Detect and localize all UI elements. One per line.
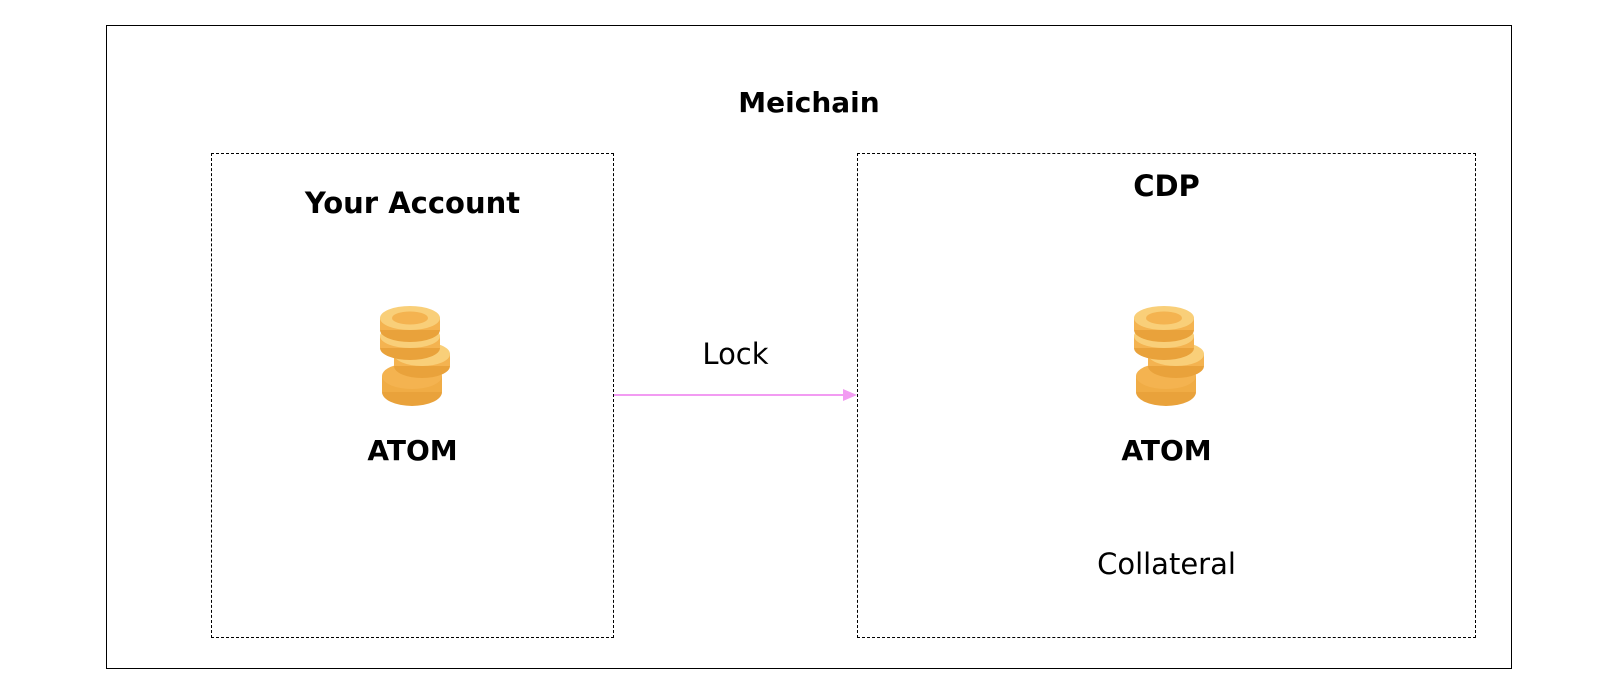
your-account-box: Your Account ATOM bbox=[211, 153, 614, 638]
coin-stack-icon bbox=[380, 306, 450, 406]
atom-label: ATOM bbox=[1121, 434, 1212, 467]
cdp-box: CDP ATOM Collateral bbox=[857, 153, 1476, 638]
collateral-label: Collateral bbox=[1097, 547, 1236, 581]
meichain-container: Meichain bbox=[106, 25, 1512, 669]
lock-arrow bbox=[614, 389, 857, 401]
coin-stack-icon bbox=[1134, 306, 1204, 406]
diagram-title: Meichain bbox=[738, 86, 880, 119]
cdp-title: CDP bbox=[1133, 169, 1200, 203]
your-account-title: Your Account bbox=[304, 186, 521, 220]
atom-label: ATOM bbox=[367, 434, 458, 467]
lock-label: Lock bbox=[702, 337, 769, 371]
